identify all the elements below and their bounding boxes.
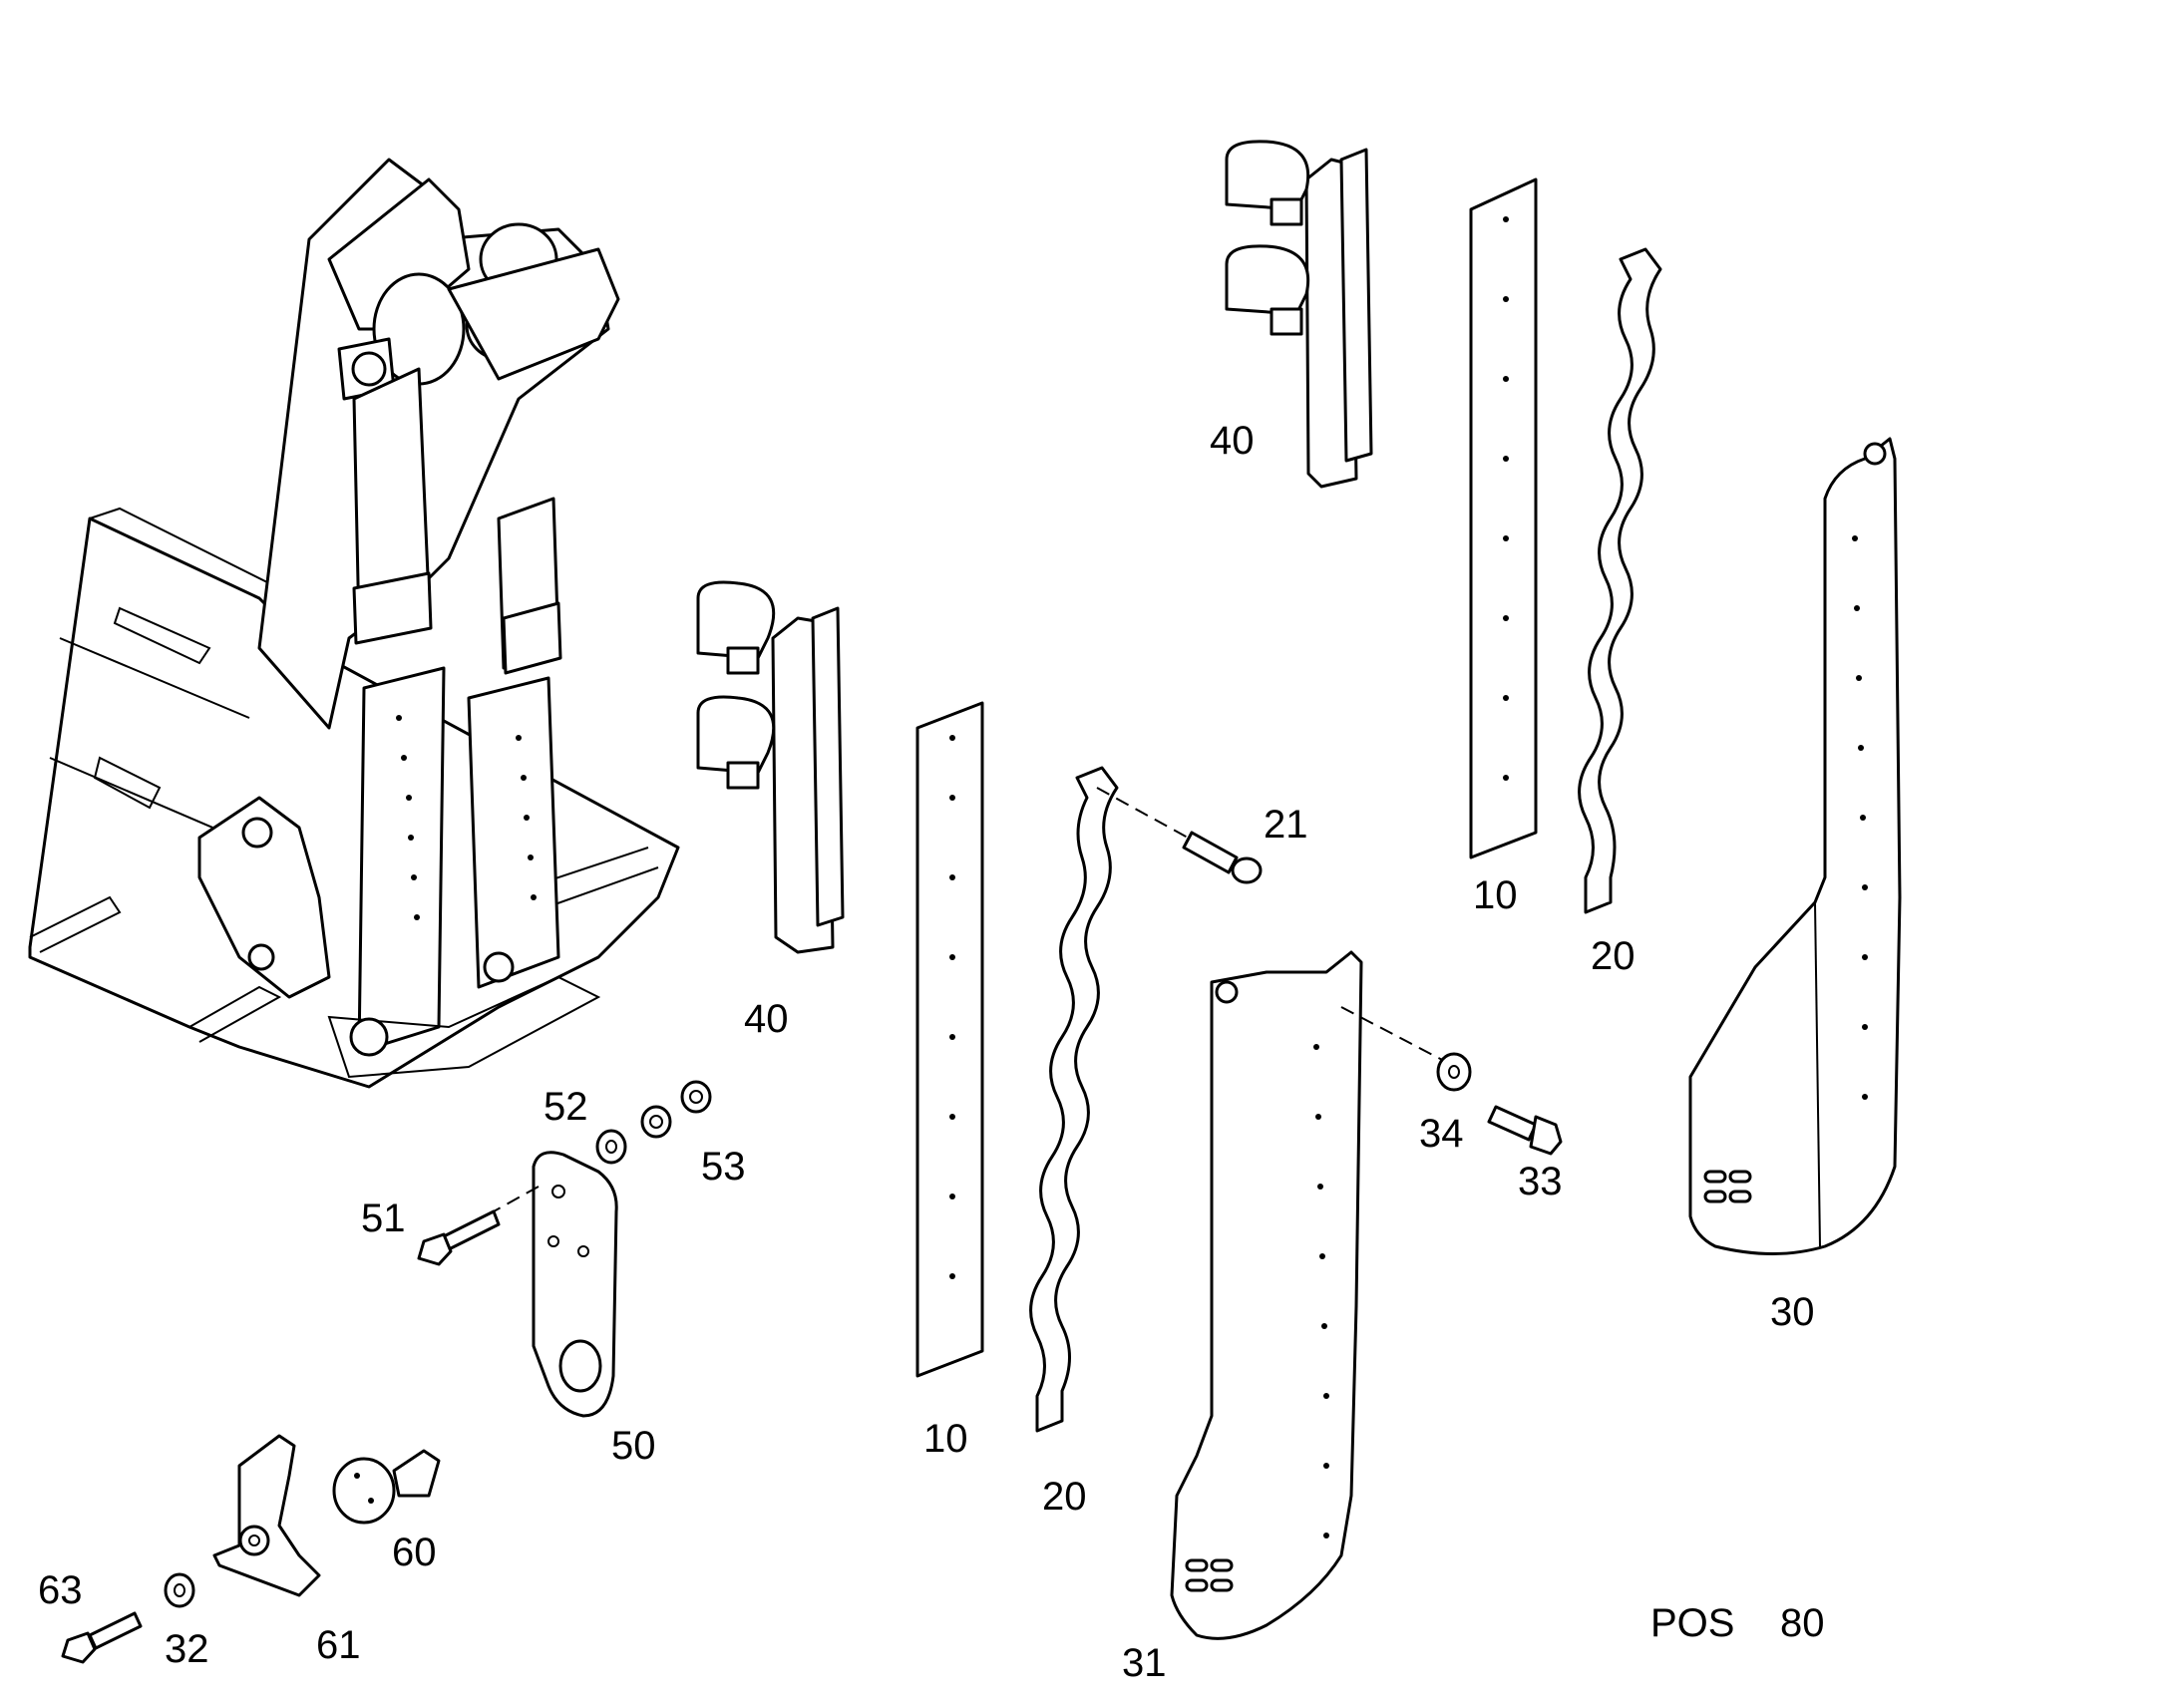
callout-20-left: 20 xyxy=(1042,1475,1087,1519)
part-20-wave-strip-right xyxy=(1578,247,1662,914)
callout-50: 50 xyxy=(611,1424,656,1468)
callout-10-right: 10 xyxy=(1473,873,1518,917)
part-40-hose-clamp-bracket-lower xyxy=(696,580,845,954)
callout-20-right: 20 xyxy=(1591,934,1635,978)
callout-32: 32 xyxy=(165,1627,209,1671)
part-10-plate-right xyxy=(1469,177,1538,859)
part-60-bushing xyxy=(332,1449,441,1525)
part-63-bolt xyxy=(61,1611,143,1664)
callout-33: 33 xyxy=(1518,1160,1563,1203)
part-53-nut xyxy=(640,1080,712,1139)
callout-30: 30 xyxy=(1770,1290,1815,1334)
callout-34: 34 xyxy=(1419,1112,1464,1156)
crane-column-assembly xyxy=(28,158,680,1089)
part-31-cover xyxy=(1170,950,1363,1640)
callout-40-lower: 40 xyxy=(744,997,789,1041)
part-21-bolt xyxy=(1096,787,1263,884)
callout-52: 52 xyxy=(544,1085,588,1129)
callout-51: 51 xyxy=(361,1196,406,1240)
part-32-washer xyxy=(164,1572,195,1608)
part-20-wave-strip-left xyxy=(1029,766,1119,1433)
part-40-hose-clamp-bracket-upper xyxy=(1225,140,1373,489)
part-61-bracket xyxy=(212,1434,321,1597)
callout-40-upper: 40 xyxy=(1210,419,1255,463)
callout-53: 53 xyxy=(701,1145,746,1189)
callout-60: 60 xyxy=(392,1531,437,1574)
position-label: POS xyxy=(1650,1601,1734,1645)
part-52-washer xyxy=(595,1129,627,1165)
part-51-bolt xyxy=(417,1186,540,1266)
part-34-washer xyxy=(1340,1006,1472,1092)
part-33-bolt xyxy=(1487,1105,1563,1156)
position-number: 80 xyxy=(1780,1601,1825,1645)
callout-61: 61 xyxy=(316,1623,361,1667)
part-50-bracket xyxy=(532,1151,618,1418)
callout-63: 63 xyxy=(38,1568,83,1612)
callout-31: 31 xyxy=(1122,1641,1167,1685)
callout-10-left: 10 xyxy=(923,1417,968,1461)
part-10-plate-left xyxy=(915,701,984,1378)
callout-21: 21 xyxy=(1264,803,1308,847)
part-30-cover xyxy=(1688,437,1902,1255)
